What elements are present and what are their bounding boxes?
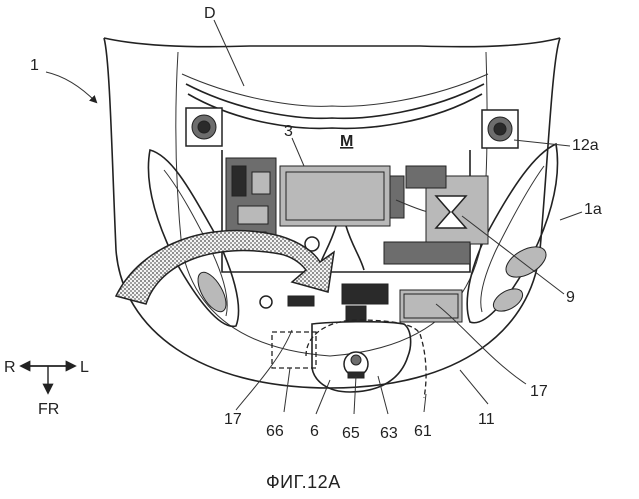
label-1: 1 <box>30 57 39 74</box>
component-3 <box>280 166 404 226</box>
leader-1 <box>46 72 96 102</box>
leader-3 <box>292 138 304 166</box>
label-6: 6 <box>310 423 319 440</box>
leader-12a <box>514 140 570 146</box>
leader-66 <box>284 368 290 412</box>
panel-d-lower <box>188 94 482 128</box>
leader-61 <box>424 394 426 412</box>
label-66: 66 <box>266 423 284 440</box>
box-17-right <box>400 290 462 322</box>
label-63: 63 <box>380 425 398 442</box>
central-unit <box>342 284 388 322</box>
label-17-left: 17 <box>224 411 242 428</box>
leader-1a <box>560 212 582 220</box>
label-12a: 12a <box>572 137 599 154</box>
direction-right-label: R <box>4 359 16 376</box>
leader-11 <box>460 370 488 404</box>
label-61: 61 <box>414 423 432 440</box>
label-M: M <box>340 133 353 150</box>
latch-65 <box>344 352 368 378</box>
motion-arrow <box>116 231 334 304</box>
region-66-dash <box>272 332 316 368</box>
leader-63 <box>378 376 388 414</box>
body-top-edge <box>104 38 560 47</box>
leader-17-right <box>436 304 526 384</box>
label-65: 65 <box>342 425 360 442</box>
label-1a: 1a <box>584 201 602 218</box>
speaker-right <box>482 110 518 148</box>
cable-2 <box>346 226 364 270</box>
direction-left-label: L <box>80 359 89 376</box>
direction-indicator <box>22 366 74 392</box>
right-lamp-lens <box>501 241 551 284</box>
label-9: 9 <box>566 289 575 306</box>
label-11: 11 <box>478 411 495 428</box>
left-panel-element <box>260 296 314 308</box>
speaker-left <box>186 108 222 146</box>
label-D: D <box>204 5 216 22</box>
direction-front-label: FR <box>38 401 59 418</box>
figure-caption: ФИГ.12А <box>266 472 341 492</box>
label-3: 3 <box>284 123 293 140</box>
leader-17-left <box>236 330 292 410</box>
leader-65 <box>354 376 356 414</box>
label-17-right: 17 <box>530 383 548 400</box>
leader-D <box>214 20 244 86</box>
